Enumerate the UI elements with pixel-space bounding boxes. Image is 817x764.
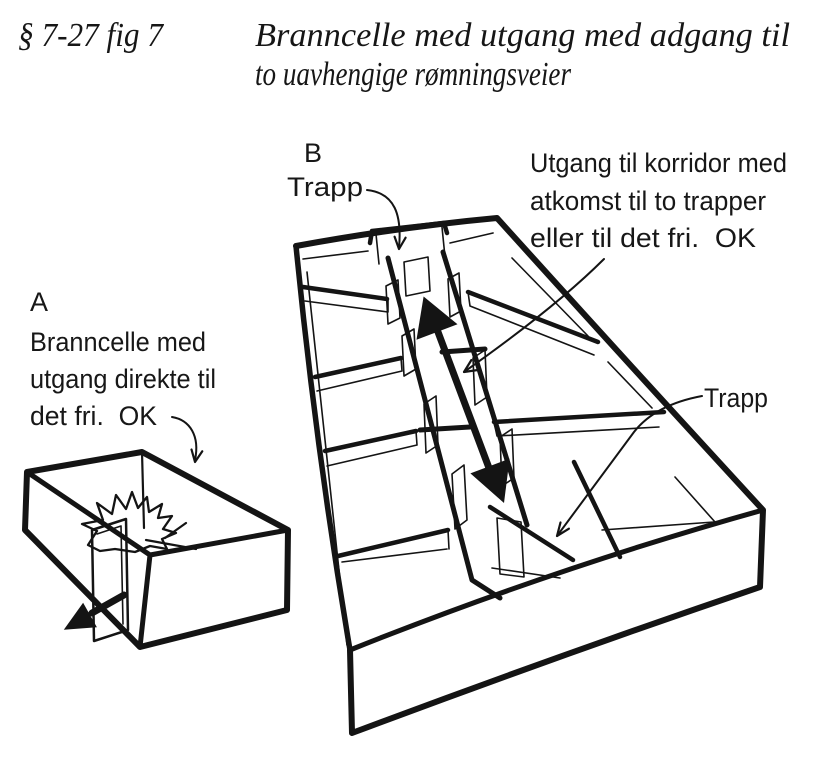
figure-b-letter: B: [304, 138, 322, 168]
room-cross-wall-lines: [300, 284, 667, 563]
door-openings: [385, 256, 525, 578]
escape-arrow-shaft: [434, 328, 493, 472]
top-stair-room-walls: [367, 220, 450, 246]
leader-arrows: [366, 189, 703, 538]
stair-label-top: Trapp: [287, 172, 363, 202]
leader-arrowhead-figure-a: [190, 448, 204, 464]
stair-label-right: Trapp: [704, 383, 768, 413]
box-door-opening: [90, 517, 130, 643]
figure-a-caption-line2: utgang direkte til: [30, 364, 216, 394]
leader-arrowhead-corridor-note: [462, 358, 479, 374]
escape-arrow-head-up: [416, 296, 458, 340]
section-reference: § 7-27 fig 7: [18, 17, 165, 54]
corridor-note-line1: Utgang til korridor med: [530, 148, 787, 178]
figure-a-caption-line3: det fri. OK: [30, 401, 157, 431]
exit-arrow-shaft: [88, 591, 128, 617]
exit-arrow-head: [63, 602, 97, 630]
corridor-door-bars: [417, 346, 488, 433]
corridor-wall-lines: [385, 249, 530, 601]
corridor-note-line3: eller til det fri. OK: [530, 223, 756, 253]
leader-arrowhead-trapp-top: [393, 235, 407, 251]
leader-arrow-trapp-right: [556, 395, 703, 537]
leader-arrowhead-trapp-right: [555, 521, 570, 538]
figure-title-line2: to uavhengige rømningsveier: [255, 56, 572, 93]
escape-arrow-head-down: [470, 458, 510, 503]
box-near-rim-lines: [24, 469, 291, 650]
corridor-note-line2: atkomst til to trapper: [530, 186, 766, 216]
box-door-frame-inner: [96, 525, 124, 625]
figure-title-line1: Branncelle med utgang med adgang til: [255, 17, 790, 54]
figure-b-building: [293, 189, 766, 736]
front-wall-rim-line: [347, 507, 766, 653]
leader-arrow-trapp-top: [366, 189, 401, 249]
box-outer-wall-lines: [22, 449, 291, 650]
interior-floor-lines: [302, 226, 716, 646]
figure-a-firecell: [22, 416, 291, 650]
exit-arrow-icon: [63, 591, 128, 630]
corridor-escape-arrow-icon: [416, 296, 510, 503]
figure-a-letter: A: [30, 287, 48, 317]
fire-flame-icon: [80, 490, 178, 554]
figure-a-caption-line1: Branncelle med: [30, 327, 206, 357]
leader-arrow-figure-a: [171, 416, 198, 461]
leader-arrow-corridor-note: [463, 258, 605, 373]
